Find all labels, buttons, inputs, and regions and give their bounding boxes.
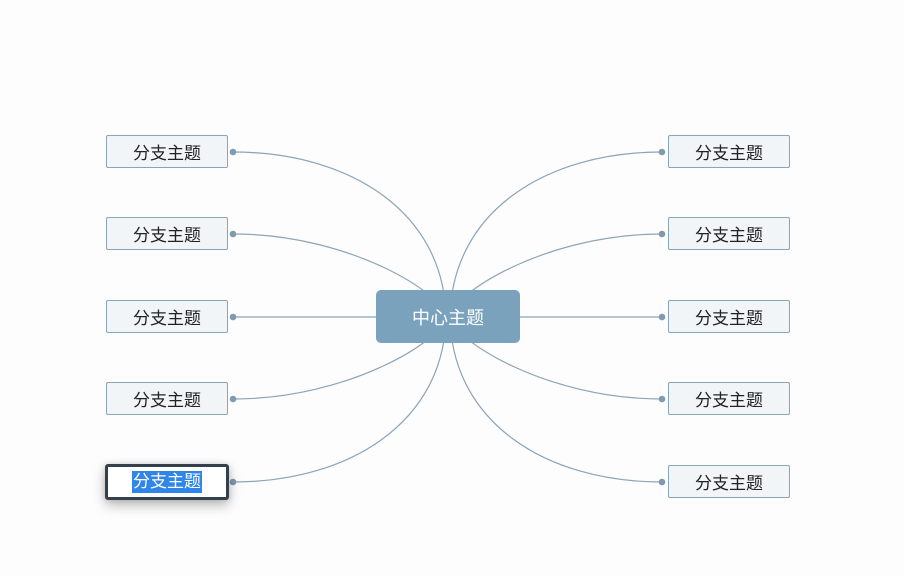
branch-topic-right-4[interactable]: 分支主题 (668, 382, 790, 415)
connector-dot-right-3 (658, 313, 666, 321)
branch-topic-label: 分支主题 (133, 309, 201, 329)
connector-dot-left-2 (229, 230, 237, 238)
connector-dot-right-1 (658, 148, 666, 156)
branch-topic-label: 分支主题 (133, 226, 201, 246)
connector-dot-left-5 (229, 478, 237, 486)
connector-dot-left-4 (229, 395, 237, 403)
branch-topic-left-4[interactable]: 分支主题 (106, 382, 228, 415)
branch-topic-label: 分支主题 (695, 474, 763, 494)
branch-topic-label: 分支主题 (695, 144, 763, 164)
central-topic[interactable]: 中心主题 (376, 290, 520, 343)
branch-topic-right-5[interactable]: 分支主题 (668, 465, 790, 498)
connector-dot-right-5 (658, 478, 666, 486)
branch-topic-left-5-selected[interactable]: 分支主题 (105, 464, 229, 500)
branch-topic-label: 分支主题 (695, 226, 763, 246)
branch-topic-right-3[interactable]: 分支主题 (668, 300, 790, 333)
connector-dot-right-4 (658, 395, 666, 403)
branch-topic-left-1[interactable]: 分支主题 (106, 135, 228, 168)
connector-dot-left-1 (229, 148, 237, 156)
branch-topic-label-selected[interactable]: 分支主题 (132, 471, 202, 493)
branch-topic-label: 分支主题 (695, 391, 763, 411)
branch-topic-label: 分支主题 (695, 309, 763, 329)
branch-topic-right-1[interactable]: 分支主题 (668, 135, 790, 168)
connector-dot-right-2 (658, 230, 666, 238)
branch-topic-label: 分支主题 (133, 144, 201, 164)
branch-topic-right-2[interactable]: 分支主题 (668, 217, 790, 250)
branch-topic-left-3[interactable]: 分支主题 (106, 300, 228, 333)
branch-topic-left-2[interactable]: 分支主题 (106, 217, 228, 250)
central-topic-label: 中心主题 (412, 307, 484, 329)
connector-dot-left-3 (229, 313, 237, 321)
branch-topic-label: 分支主题 (133, 391, 201, 411)
